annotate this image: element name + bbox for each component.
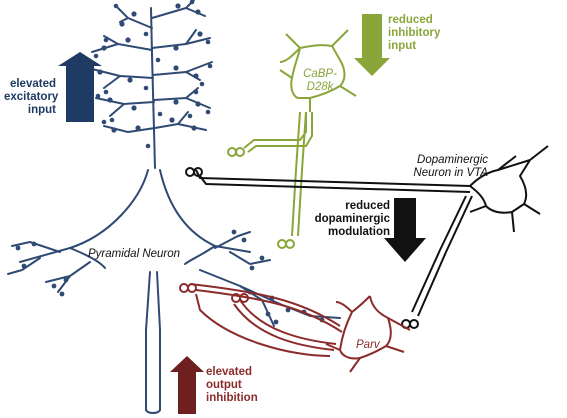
- label-line: reduced: [345, 200, 390, 212]
- arrow-reduced-inhibitory: [354, 14, 390, 76]
- label-line: output: [206, 379, 242, 392]
- label-pyramidal-neuron: Pyramidal Neuron: [88, 248, 181, 260]
- arrow-reduced-dopaminergic: [384, 198, 426, 262]
- label-line: modulation: [328, 226, 390, 239]
- label-parv-neuron: Parv: [356, 339, 380, 351]
- label-reduced-inhibitory: reduced inhibitory input: [388, 14, 440, 54]
- dopaminergic-boutons: [185, 167, 419, 329]
- parv-boutons: [179, 283, 249, 303]
- label-line: input: [27, 104, 56, 117]
- arrow-elevated-excitatory: [58, 52, 102, 122]
- arrow-elevated-output: [170, 356, 204, 414]
- label-line: elevated: [9, 78, 56, 90]
- calbindin-neuron: [243, 29, 357, 237]
- label-line: input: [388, 40, 417, 53]
- label-line: reduced: [388, 14, 433, 26]
- dopaminergic-neuron: [195, 145, 549, 317]
- parv-neuron: [189, 283, 411, 373]
- label-line: excitatory: [4, 91, 59, 104]
- label-cabp-neuron: CaBP- D28k: [300, 68, 340, 94]
- pyramidal-spines: [15, 0, 325, 325]
- label-line: D28k: [306, 81, 334, 94]
- label-elevated-excitatory: elevated excitatory input: [4, 78, 59, 118]
- calbindin-boutons: [227, 147, 295, 249]
- label-line: Neuron in VTA: [413, 167, 488, 180]
- label-line: CaBP-: [303, 68, 337, 80]
- label-line: Dopaminergic: [417, 154, 488, 166]
- label-line: inhibition: [206, 392, 258, 405]
- label-line: dopaminergic: [314, 213, 390, 226]
- label-dopaminergic-neuron: Dopaminergic Neuron in VTA: [406, 154, 488, 180]
- label-line: elevated: [206, 366, 253, 378]
- label-reduced-dopaminergic: reduced dopaminergic modulation: [312, 200, 390, 240]
- label-elevated-output: elevated output inhibition: [206, 366, 258, 406]
- label-line: inhibitory: [388, 27, 441, 40]
